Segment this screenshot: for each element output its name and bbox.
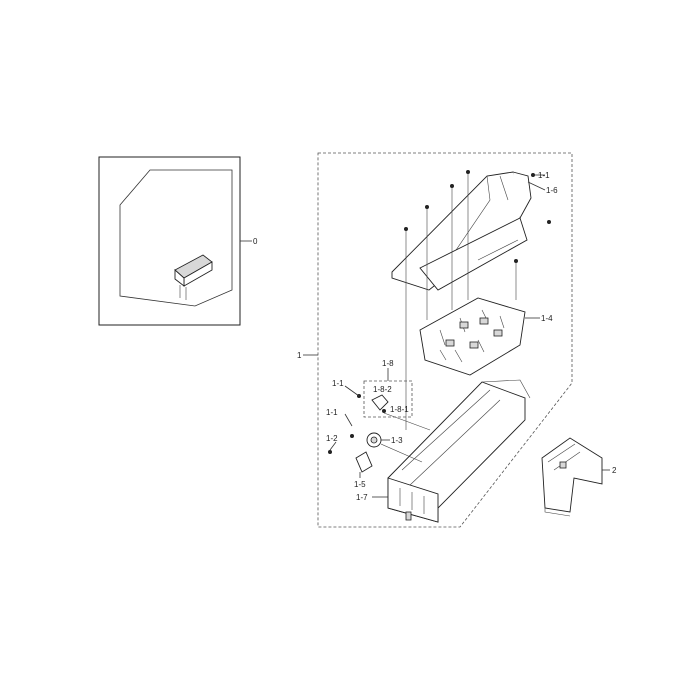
label-part-1-2: 1-2 — [326, 434, 338, 443]
label-part-1-8: 1-8 — [382, 359, 394, 368]
fuse-1-5 — [328, 441, 373, 478]
label-part-1-6: 1-6 — [546, 186, 558, 195]
duct-1-7 — [372, 379, 531, 523]
label-part-1-8-2: 1-8-2 — [373, 385, 392, 394]
label-part-1-7: 1-7 — [356, 493, 368, 502]
heater-element — [174, 254, 213, 300]
top-screws — [404, 170, 551, 430]
label-part-2: 2 — [612, 466, 617, 475]
thermostat-1-3 — [344, 413, 423, 463]
label-part-1-3: 1-3 — [391, 436, 403, 445]
label-part-1-1-mid: 1-1 — [332, 379, 344, 388]
back-panel — [419, 217, 528, 291]
part-0-inset — [98, 156, 252, 326]
label-part-1-1-low: 1-1 — [326, 408, 338, 417]
bracket-plate-1-4 — [419, 297, 540, 376]
cover-1-6 — [391, 171, 546, 291]
label-part-1-5: 1-5 — [354, 480, 366, 489]
label-part-1: 1 — [297, 351, 302, 360]
label-part-0: 0 — [253, 237, 258, 246]
label-part-1-8-1: 1-8-1 — [390, 405, 409, 414]
sensor-assembly-1-8 — [344, 368, 431, 431]
label-part-1-4: 1-4 — [541, 314, 553, 323]
label-part-1-1-top: 1-1 — [538, 171, 550, 180]
assembly-1-boundary — [317, 152, 573, 528]
bracket-2 — [541, 437, 610, 517]
